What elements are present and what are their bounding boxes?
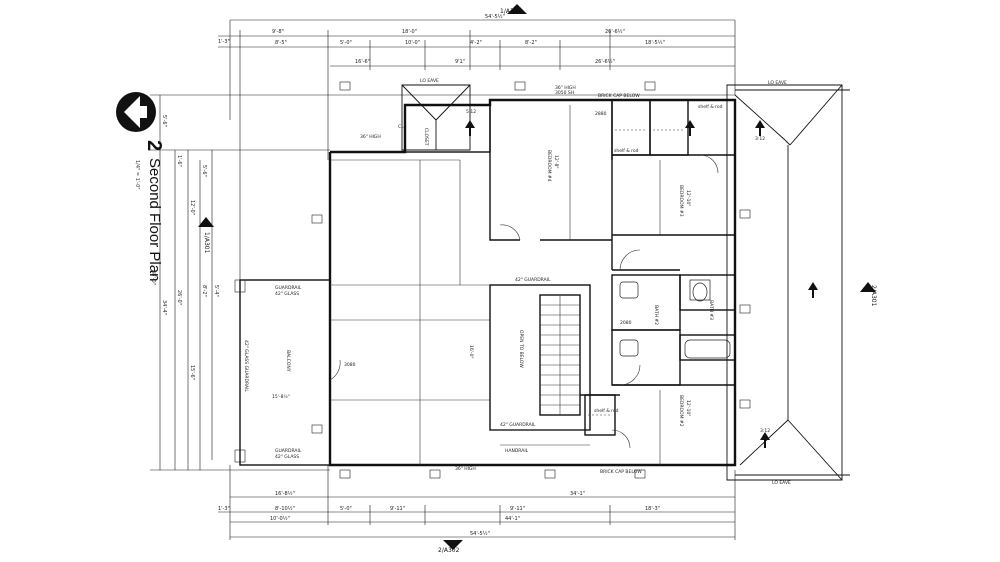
note-shelf-rod-2: shelf & rod (698, 104, 723, 110)
note-glass-guardrail: 42" GLASS GUARDRAIL (243, 340, 249, 392)
note-lo-eave-bottom: LO EAVE (772, 480, 791, 486)
dim-top-8: 4'-2" (470, 40, 482, 46)
room-balcony-dim: 15'-8½" (272, 393, 290, 400)
dim-top-2: 9'-8" (272, 29, 284, 35)
room-bath2: BATH #2 (653, 305, 659, 325)
dim-left-4: 12'-0" (189, 200, 195, 215)
note-lo-eave-right: LO EAVE (768, 80, 787, 86)
room-bedroom3: BEDROOM #3 (678, 185, 684, 217)
dim-bottom-2: 34'-1" (570, 491, 585, 497)
dim-left-7: 15'-6" (189, 365, 195, 380)
note-shelf-rod-1: shelf & rod (614, 148, 639, 154)
dim-bottom-7: 9'-11" (510, 506, 525, 512)
note-shelf-rod-3: shelf & rod (594, 408, 619, 414)
dim-top-overall: 54'-5½" (485, 13, 505, 20)
dim-top-1: 1'-3" (218, 39, 230, 45)
dim-top-6: 5'-0" (340, 40, 352, 46)
dim-bottom-10: 44'-1" (505, 516, 520, 522)
dim-top-9: 8'-2" (525, 40, 537, 46)
section-marker-bottom (443, 540, 463, 550)
open-to-below: OPEN TO BELOW (518, 330, 524, 368)
dim-top-inner-2: 9'1" (455, 59, 465, 65)
note-slope-right-2: 3:12 (760, 428, 770, 434)
dim-bottom-9: 10'-0½" (270, 515, 290, 522)
room-bedroom4: BEDROOM #4 (546, 150, 552, 182)
dim-left-9: 34'-4" (161, 300, 167, 315)
dim-bottom-4: 8'-10½" (275, 505, 295, 512)
room-bedroom4-dim: 12'-8" (553, 155, 559, 169)
note-door-balcony: 3080 (344, 362, 356, 368)
dim-left-6: 5'-4" (213, 285, 219, 297)
note-brick-cap-top: BRICK CAP BELOW (598, 93, 640, 99)
dim-top-7: 10'-0" (405, 40, 420, 46)
note-guardrail-balcony-top: GUARDRAIL (275, 285, 302, 291)
dim-top-5: 8'-5" (275, 40, 287, 46)
dim-left-3: 5'-6" (201, 165, 207, 177)
section-ref-right: 2/A301 (870, 285, 877, 307)
note-window-left: 36" HIGH (360, 134, 381, 140)
note-glass-balcony-top: 42" GLASS (275, 291, 299, 297)
dim-top-inner-3: 26'-6½" (595, 58, 615, 65)
dim-top-inner-1: 16'-6" (355, 59, 370, 65)
note-guardrail-42-bottom: 42" GUARDRAIL (500, 422, 536, 428)
room-bath3: BATH #3 (708, 300, 714, 320)
dim-bottom-overall: 54'-5½" (470, 530, 490, 537)
room-balcony: BALCONY (285, 350, 291, 372)
dim-left-10: 38'-0" (150, 270, 156, 285)
section-ref-top: 1/A302 (500, 8, 522, 15)
note-door-bed: 2880 (595, 111, 607, 117)
note-door-bath: 2080 (620, 320, 632, 326)
section-ref-left: 1/A301 (203, 232, 210, 254)
dim-top-3: 18'-0" (402, 29, 417, 35)
section-marker-left (198, 217, 214, 227)
note-brick-cap-bottom: BRICK CAP BELOW (600, 469, 642, 475)
room-bedroom3-dim: 12'-10" (685, 190, 691, 206)
note-lo-eave-top: LO EAVE (420, 78, 439, 84)
dim-left-1: 5'-6" (161, 115, 167, 127)
dim-bottom-6: 9'-11" (390, 506, 405, 512)
open-to-below-dim: 16'-0" (468, 345, 474, 359)
drawing-scale: 1/4" = 1'-0" (134, 160, 140, 190)
note-guardrail-42: 42" GUARDRAIL (515, 277, 551, 283)
section-marker-top (507, 4, 527, 14)
note-window-top: 36" HIGH (555, 85, 576, 91)
dim-top-10: 18'-5½" (645, 39, 665, 46)
drawing-title: Second Floor Plan (146, 158, 163, 281)
drawing-number: 2 (143, 140, 165, 151)
north-arrow-icon (116, 92, 156, 132)
dim-bottom-1: 16'-8½" (275, 490, 295, 497)
note-glass-balcony-bottom: 42" GLASS (275, 454, 299, 460)
note-cl: CL (398, 124, 404, 130)
note-slope-right: 3:12 (755, 136, 765, 142)
dim-left-5: 8'-2" (201, 285, 207, 297)
note-slope-top: 5:12 (466, 109, 476, 115)
note-closet: CLOSET (423, 128, 429, 146)
dim-left-8: 26'-0" (176, 290, 182, 305)
dim-left-2: 1'-6" (176, 155, 182, 167)
room-bedroom2: BEDROOM #2 (678, 395, 684, 427)
section-ref-bottom: 2/A302 (438, 547, 460, 554)
dim-bottom-8: 18'-3" (645, 506, 660, 512)
room-bedroom2-dim: 12'-10" (685, 400, 691, 416)
dim-bottom-5: 5'-0" (340, 506, 352, 512)
note-guardrail-balcony-bottom: GUARDRAIL (275, 448, 302, 454)
dim-top-4: 26'-6½" (605, 28, 625, 35)
dim-bottom-3: 1'-3" (218, 506, 230, 512)
section-marker-right (860, 282, 876, 292)
note-handrail: HANDRAIL (505, 448, 529, 454)
note-window-top-2: 3050 SH (555, 90, 574, 96)
note-window-bottom: 36" HIGH (455, 466, 476, 472)
